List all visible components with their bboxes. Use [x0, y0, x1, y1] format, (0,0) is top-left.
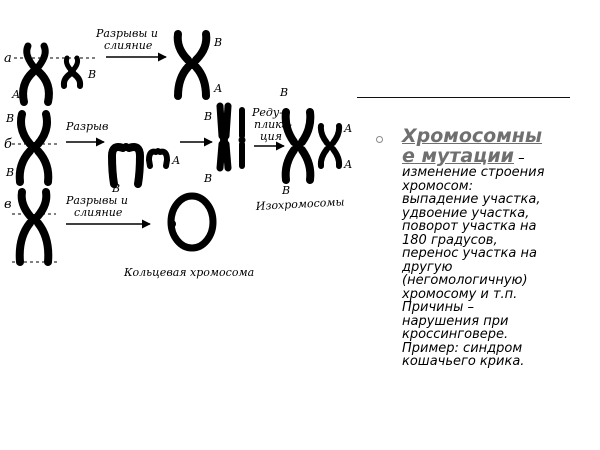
bullet-text-line: выпадение участка,: [402, 192, 541, 207]
arm-label-a-row-a: А: [11, 88, 20, 101]
chromosome-row-v-1: [15, 188, 53, 266]
isochromosome-1: [281, 108, 315, 184]
bullet-paragraph: Хромосомны е мутации – изменение строени…: [402, 126, 587, 369]
arrow-label-breaks-fusion-top-1: Разрывы и: [95, 27, 158, 40]
row-label-b: б: [4, 137, 12, 152]
arrow-label-breaks-fusion-bottom-1: Разрывы и: [65, 194, 128, 207]
arrow-label-breaks-fusion-top-2: слияние: [104, 39, 153, 52]
bullet-item: Хромосомны е мутации – изменение строени…: [376, 126, 587, 369]
isochromosome-2: [317, 123, 343, 169]
chromosome-row-a-1: [19, 42, 53, 106]
bullet-title-line-2: е мутации: [402, 145, 514, 167]
arm-label-a-row-b-2: А: [171, 154, 180, 167]
arm-label-b-row-a-result: В: [213, 36, 222, 49]
bullet-text-line: 180 градусов,: [402, 232, 498, 248]
arm-label-b-isochromosome-bottom: В: [281, 184, 290, 197]
bullet-circle-icon: [376, 136, 383, 143]
isochromosomes-label: Изохромосомы: [254, 195, 344, 213]
chromosome-row-b-single: [238, 107, 246, 169]
row-label-a: а: [4, 51, 12, 66]
arrow-label-breaks: Разрыв: [65, 120, 108, 133]
divider-line: [357, 97, 570, 98]
chromosome-mutation-diagram: а А В Разрывы и слияние В А б В В Разрыв: [4, 27, 352, 279]
bullet-text-line: нарушения при: [402, 313, 509, 329]
bullet-text-line: удвоение участка,: [402, 205, 530, 221]
arrow-label-duplication-3: ция: [260, 130, 282, 143]
arrow-label-breaks-fusion-bottom-2: слияние: [74, 206, 123, 219]
chromosome-row-b-2: [107, 143, 145, 188]
arm-label-b-row-b-3-bottom: В: [203, 172, 212, 185]
arm-label-b-isochromosome-top: В: [279, 86, 288, 99]
bullet-text-line: Пример: синдром: [402, 340, 523, 356]
bullet-text-line: поворот участка на: [402, 219, 537, 234]
arm-label-b-row-b-bottom: В: [5, 166, 14, 179]
bullet-text-line: изменение строения: [402, 165, 545, 180]
bullet-text-line: Причины –: [402, 300, 475, 315]
bullet-dash: –: [513, 151, 525, 166]
row-label-v: в: [4, 197, 12, 212]
chromosome-row-b-1: [15, 110, 53, 186]
arm-label-b-row-a: В: [87, 68, 96, 81]
arm-label-b-row-b-2: В: [111, 182, 120, 195]
chromosome-row-a-result: [173, 30, 211, 100]
ring-chromosome-label: Кольцевая хромосома: [123, 266, 254, 279]
bullet-text-line: кроссинговере.: [402, 327, 509, 342]
bullet-text-line: хромосом:: [402, 178, 473, 194]
chromosome-row-b-duplicated: [216, 102, 232, 172]
arm-label-b-row-b-3-top: В: [203, 110, 212, 123]
arm-label-b-row-b-top: В: [5, 112, 14, 125]
chromosome-fragment-row-b: [145, 148, 171, 169]
bullet-text-line: кошачьего крика.: [402, 354, 525, 369]
arm-label-a-isochromosome-top: А: [343, 122, 352, 135]
bullet-text-line: перенос участка на: [402, 246, 537, 261]
bullet-text-line: другую: [402, 259, 453, 275]
arrow-label-duplication-1: Реду-: [251, 106, 283, 119]
arm-label-a-isochromosome-bottom: А: [343, 158, 352, 171]
bullet-title-line-1: Хромосомны: [402, 125, 543, 147]
chromosome-row-a-2: [60, 55, 84, 89]
arm-label-a-row-a-result: А: [213, 82, 222, 95]
ring-chromosome: [167, 192, 217, 252]
bullet-text-line: хромосому и т.п.: [402, 286, 518, 302]
bullet-text-line: (негомологичную): [402, 273, 528, 288]
